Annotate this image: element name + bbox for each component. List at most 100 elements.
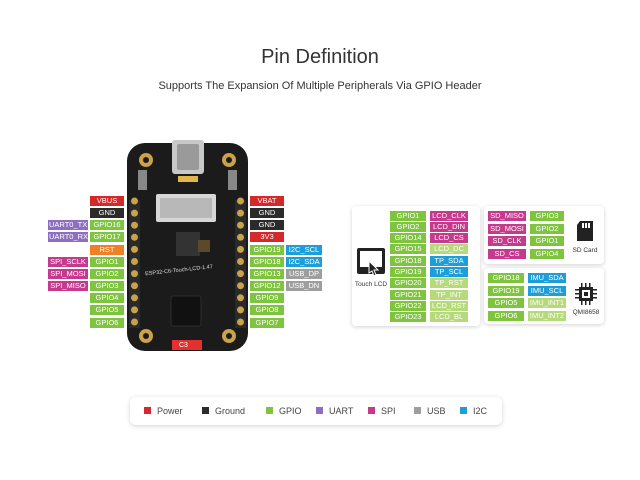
lcd-gpio-1: GPIO1 (390, 211, 426, 221)
lcd-func-tp-rst: TP_RST (430, 278, 468, 288)
pin-left-gpio6: GPIO6 (90, 318, 124, 328)
header-pad (131, 270, 138, 278)
pin-vbat: VBAT (250, 196, 284, 206)
sd-gpio-1: GPIO1 (530, 236, 564, 246)
legend-item-gpio: GPIO (266, 406, 302, 416)
lcd-func-din: LCD_DIN (430, 222, 468, 232)
pin-left-gpio5: GPIO5 (90, 305, 124, 315)
pin-right-gpio12: GPIO12 (250, 281, 284, 291)
lcd-func-lcd-bl: LCD_BL (430, 312, 468, 322)
legend-label-i2c: I2C (473, 406, 488, 416)
lcd-func-tp-sda: TP_SDA (430, 256, 468, 266)
legend-label-usb: USB (427, 406, 446, 416)
pin-spi-mosi: SPI_MOSI (48, 269, 88, 279)
sd-func-clk: SD_CLK (488, 236, 526, 246)
imu-gpio-5: GPIO5 (488, 298, 524, 308)
header-pad (131, 294, 138, 302)
header-pad (131, 245, 138, 253)
pin-right-gpio19: GPIO19 (250, 245, 284, 255)
legend-item-power: Power (144, 406, 183, 416)
lcd-gpio-7: GPIO20 (390, 278, 426, 288)
legend-label-spi: SPI (381, 406, 396, 416)
lcd-func-dc: LCD_DC (430, 244, 468, 254)
pin-right-gpio18: GPIO18 (250, 257, 284, 267)
lcd-gpio-4: GPIO15 (390, 244, 426, 254)
imu-func-int1: IMU_INT1 (528, 298, 566, 308)
sd-func-miso: SD_MISO (488, 211, 526, 221)
imu-chip-icon (575, 283, 597, 305)
lcd-func-cs: LCD_CS (430, 233, 468, 243)
lcd-func-clk: LCD_CLK (430, 211, 468, 221)
header-pad (237, 282, 244, 290)
page-title: Pin Definition (261, 46, 379, 68)
sd-card-icon (577, 221, 593, 241)
lcd-gpio-3: GPIO14 (390, 233, 426, 243)
pin-left-gpio17: GPIO17 (90, 232, 124, 242)
pin-rst: RST (90, 245, 124, 255)
imu-func-int2: IMU_INT2 (528, 311, 566, 321)
imu-gpio-6: GPIO6 (488, 311, 524, 321)
sd-func-mosi: SD_MOSI (488, 224, 526, 234)
page-subtitle: Supports The Expansion Of Multiple Perip… (158, 80, 482, 92)
board-corner-label: C3 (179, 342, 188, 349)
header-pad (131, 233, 138, 241)
legend-swatch-i2c (460, 407, 467, 415)
header-pad (131, 258, 138, 265)
legend-item-i2c: I2C (460, 406, 487, 416)
lcd-func-tp-scl: TP_SCL (430, 267, 468, 277)
pin-right-gpio8: GPIO8 (250, 305, 284, 315)
header-pad (131, 318, 138, 326)
touch-lcd-label: Touch LCD (354, 281, 388, 288)
pin-right-gpio7: GPIO7 (250, 318, 284, 328)
legend-label-power: Power (157, 406, 183, 416)
imu-gpio-18: GPIO18 (488, 273, 524, 283)
header-pad (131, 209, 138, 217)
imu-func-scl: IMU_SCL (528, 286, 566, 296)
header-pad (131, 197, 138, 205)
sd-gpio-2: GPIO2 (530, 224, 564, 234)
lcd-gpio-6: GPIO19 (390, 267, 426, 277)
lcd-gpio-2: GPIO2 (390, 222, 426, 232)
header-pad (237, 318, 244, 326)
legend-item-uart: UART (316, 406, 353, 416)
imu-func-sda: IMU_SDA (528, 273, 566, 283)
header-pad (237, 294, 244, 302)
board-image (127, 140, 248, 351)
pin-uart0-rx: UART0_RX (48, 232, 88, 242)
legend-swatch-gpio (266, 407, 273, 415)
pin-uart0-tx: UART0_TX (48, 220, 88, 230)
pin-gnd-left: GND (90, 208, 124, 218)
header-pad (237, 245, 244, 253)
pin-left-gpio1: GPIO1 (90, 257, 124, 267)
sd-gpio-4: GPIO4 (530, 249, 564, 259)
pin-gnd-right-1: GND (250, 208, 284, 218)
legend-swatch-ground (202, 407, 209, 415)
pin-i2c-sda: I2C_SDA (286, 257, 322, 267)
imu-label: QMI8658 (572, 309, 600, 316)
header-pad (131, 221, 138, 229)
legend-label-uart: UART (329, 406, 354, 416)
header-pad (237, 197, 244, 205)
pin-usb-dp: USB_DP (286, 269, 322, 279)
pin-left-gpio4: GPIO4 (90, 293, 124, 303)
lcd-gpio-8: GPIO21 (390, 290, 426, 300)
header-pad (237, 233, 244, 241)
lcd-gpio-5: GPIO18 (390, 256, 426, 266)
legend-item-spi: SPI (368, 406, 396, 416)
imu-gpio-19: GPIO19 (488, 286, 524, 296)
lcd-func-tp-int: TP_INT (430, 290, 468, 300)
legend-item-ground: Ground (202, 406, 245, 416)
legend-label-ground: Ground (215, 406, 246, 416)
header-pad (237, 209, 244, 217)
legend-swatch-power (144, 407, 151, 415)
pin-right-gpio9: GPIO9 (250, 293, 284, 303)
header-pad (131, 282, 138, 290)
header-pad (237, 270, 244, 278)
sd-gpio-3: GPIO3 (530, 211, 564, 221)
legend: Power Ground GPIO UART SPI USB I2C (130, 397, 502, 425)
lcd-gpio-9: GPIO22 (390, 301, 426, 311)
header-pad (237, 258, 244, 265)
legend-swatch-usb (414, 407, 421, 415)
lcd-gpio-10: GPIO23 (390, 312, 426, 322)
pin-left-gpio16: GPIO16 (90, 220, 124, 230)
